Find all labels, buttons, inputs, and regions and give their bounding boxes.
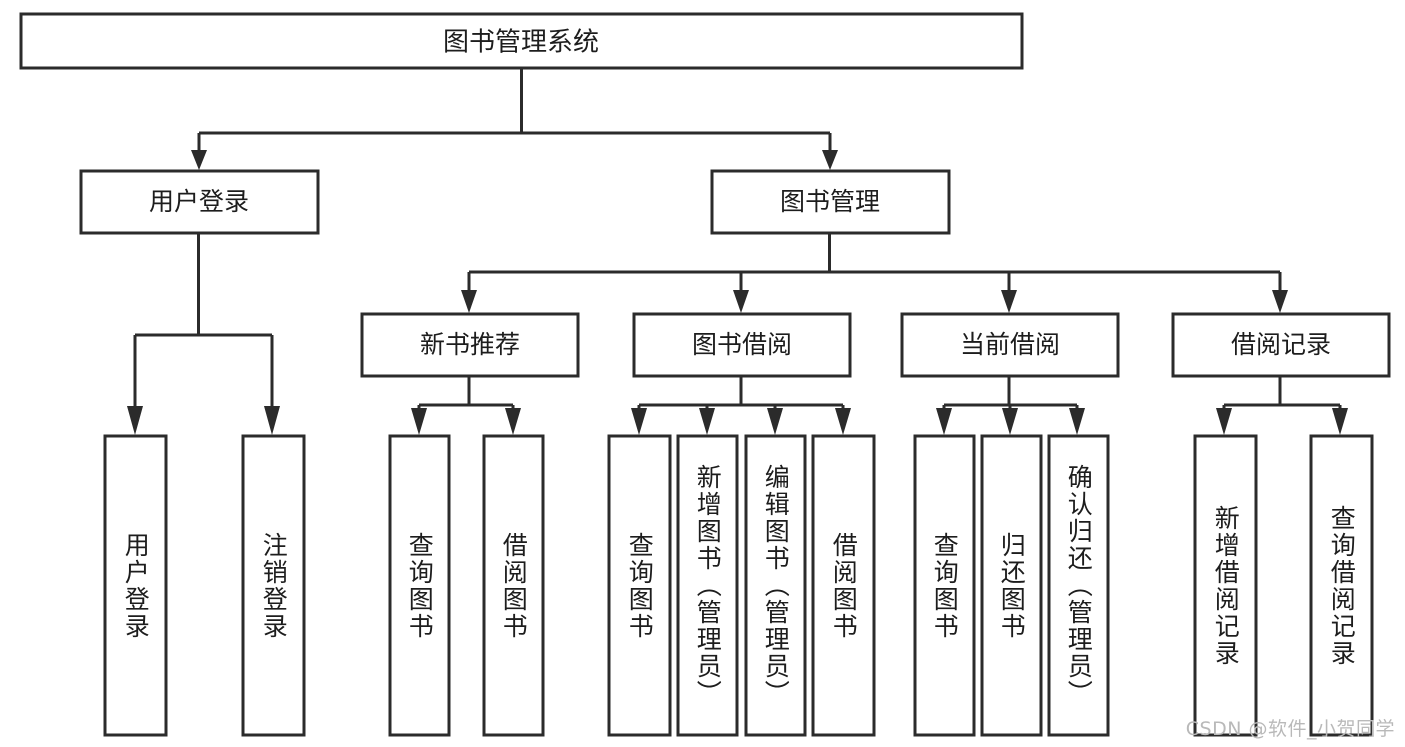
- arrow-head-leaf-return-book: [1002, 408, 1018, 435]
- connector-group: [127, 68, 1348, 435]
- node-leaf-user-logout-box[interactable]: [241, 434, 306, 737]
- node-leaf-borrow-book-1-box[interactable]: [482, 434, 545, 737]
- arrow-head-leaf-add-book: [699, 408, 715, 435]
- node-user-login-label: 用户登录: [149, 187, 249, 216]
- node-user-login[interactable]: 用户登录: [79, 169, 320, 235]
- arrow-head-leaf-user-logout: [264, 406, 280, 435]
- arrow-head-new-book: [461, 290, 477, 313]
- node-leaf-query-record-box[interactable]: [1309, 434, 1374, 737]
- node-leaf-query-book-3-box[interactable]: [913, 434, 976, 737]
- node-leaf-query-book-1-box[interactable]: [388, 434, 451, 737]
- arrow-head-user-login: [191, 150, 207, 170]
- node-book-management-box[interactable]: [710, 169, 951, 235]
- arrow-head-leaf-query-book-1: [411, 408, 427, 435]
- node-root[interactable]: 图书管理系统: [19, 12, 1024, 70]
- arrow-head-leaf-user-login: [127, 406, 143, 435]
- arrow-head-book-management: [822, 150, 838, 170]
- node-leaf-borrow-book-2-box[interactable]: [811, 434, 876, 737]
- arrow-head-leaf-confirm-return: [1069, 408, 1085, 435]
- node-leaf-edit-book-box[interactable]: [744, 434, 807, 737]
- node-book-management[interactable]: 图书管理: [710, 169, 951, 235]
- node-leaf-return-book-box[interactable]: [980, 434, 1043, 737]
- arrow-head-leaf-query-book-3: [936, 408, 952, 435]
- node-borrow-record-label: 借阅记录: [1231, 330, 1331, 359]
- node-leaf-add-book-box[interactable]: [676, 434, 739, 737]
- node-book-borrow[interactable]: 图书借阅: [632, 312, 852, 378]
- node-borrow-record[interactable]: 借阅记录: [1171, 312, 1391, 378]
- watermark-text: CSDN @软件_小贺同学: [1185, 718, 1395, 740]
- node-new-book-recommend-label: 新书推荐: [420, 330, 520, 359]
- node-book-management-label: 图书管理: [780, 187, 880, 216]
- node-current-borrow[interactable]: 当前借阅: [900, 312, 1120, 378]
- node-root-label: 图书管理系统: [443, 28, 599, 58]
- arrow-head-current-borrow: [1001, 290, 1017, 313]
- node-leaf-confirm-return-box[interactable]: [1047, 434, 1110, 737]
- node-current-borrow-box[interactable]: [900, 312, 1120, 378]
- arrow-head-leaf-query-record: [1332, 408, 1348, 435]
- node-user-login-box[interactable]: [79, 169, 320, 235]
- node-current-borrow-label: 当前借阅: [960, 330, 1060, 359]
- node-new-book-recommend-box[interactable]: [360, 312, 580, 378]
- node-root-box[interactable]: [19, 12, 1024, 70]
- arrow-head-book-borrow: [733, 290, 749, 313]
- node-leaf-query-book-2-box[interactable]: [607, 434, 672, 737]
- node-leaf-user-login-box[interactable]: [103, 434, 168, 737]
- node-new-book-recommend[interactable]: 新书推荐: [360, 312, 580, 378]
- arrow-head-leaf-edit-book: [767, 408, 783, 435]
- node-borrow-record-box[interactable]: [1171, 312, 1391, 378]
- node-book-borrow-label: 图书借阅: [692, 330, 792, 359]
- arrow-head-leaf-add-record: [1216, 408, 1232, 435]
- node-book-borrow-box[interactable]: [632, 312, 852, 378]
- node-leaf-add-record-box[interactable]: [1193, 434, 1258, 737]
- arrow-head-borrow-record: [1272, 290, 1288, 313]
- arrow-head-leaf-query-book-2: [631, 408, 647, 435]
- leaf-box-group: [103, 434, 1374, 737]
- arrow-head-leaf-borrow-book-1: [505, 408, 521, 435]
- arrow-head-leaf-borrow-book-2: [835, 408, 851, 435]
